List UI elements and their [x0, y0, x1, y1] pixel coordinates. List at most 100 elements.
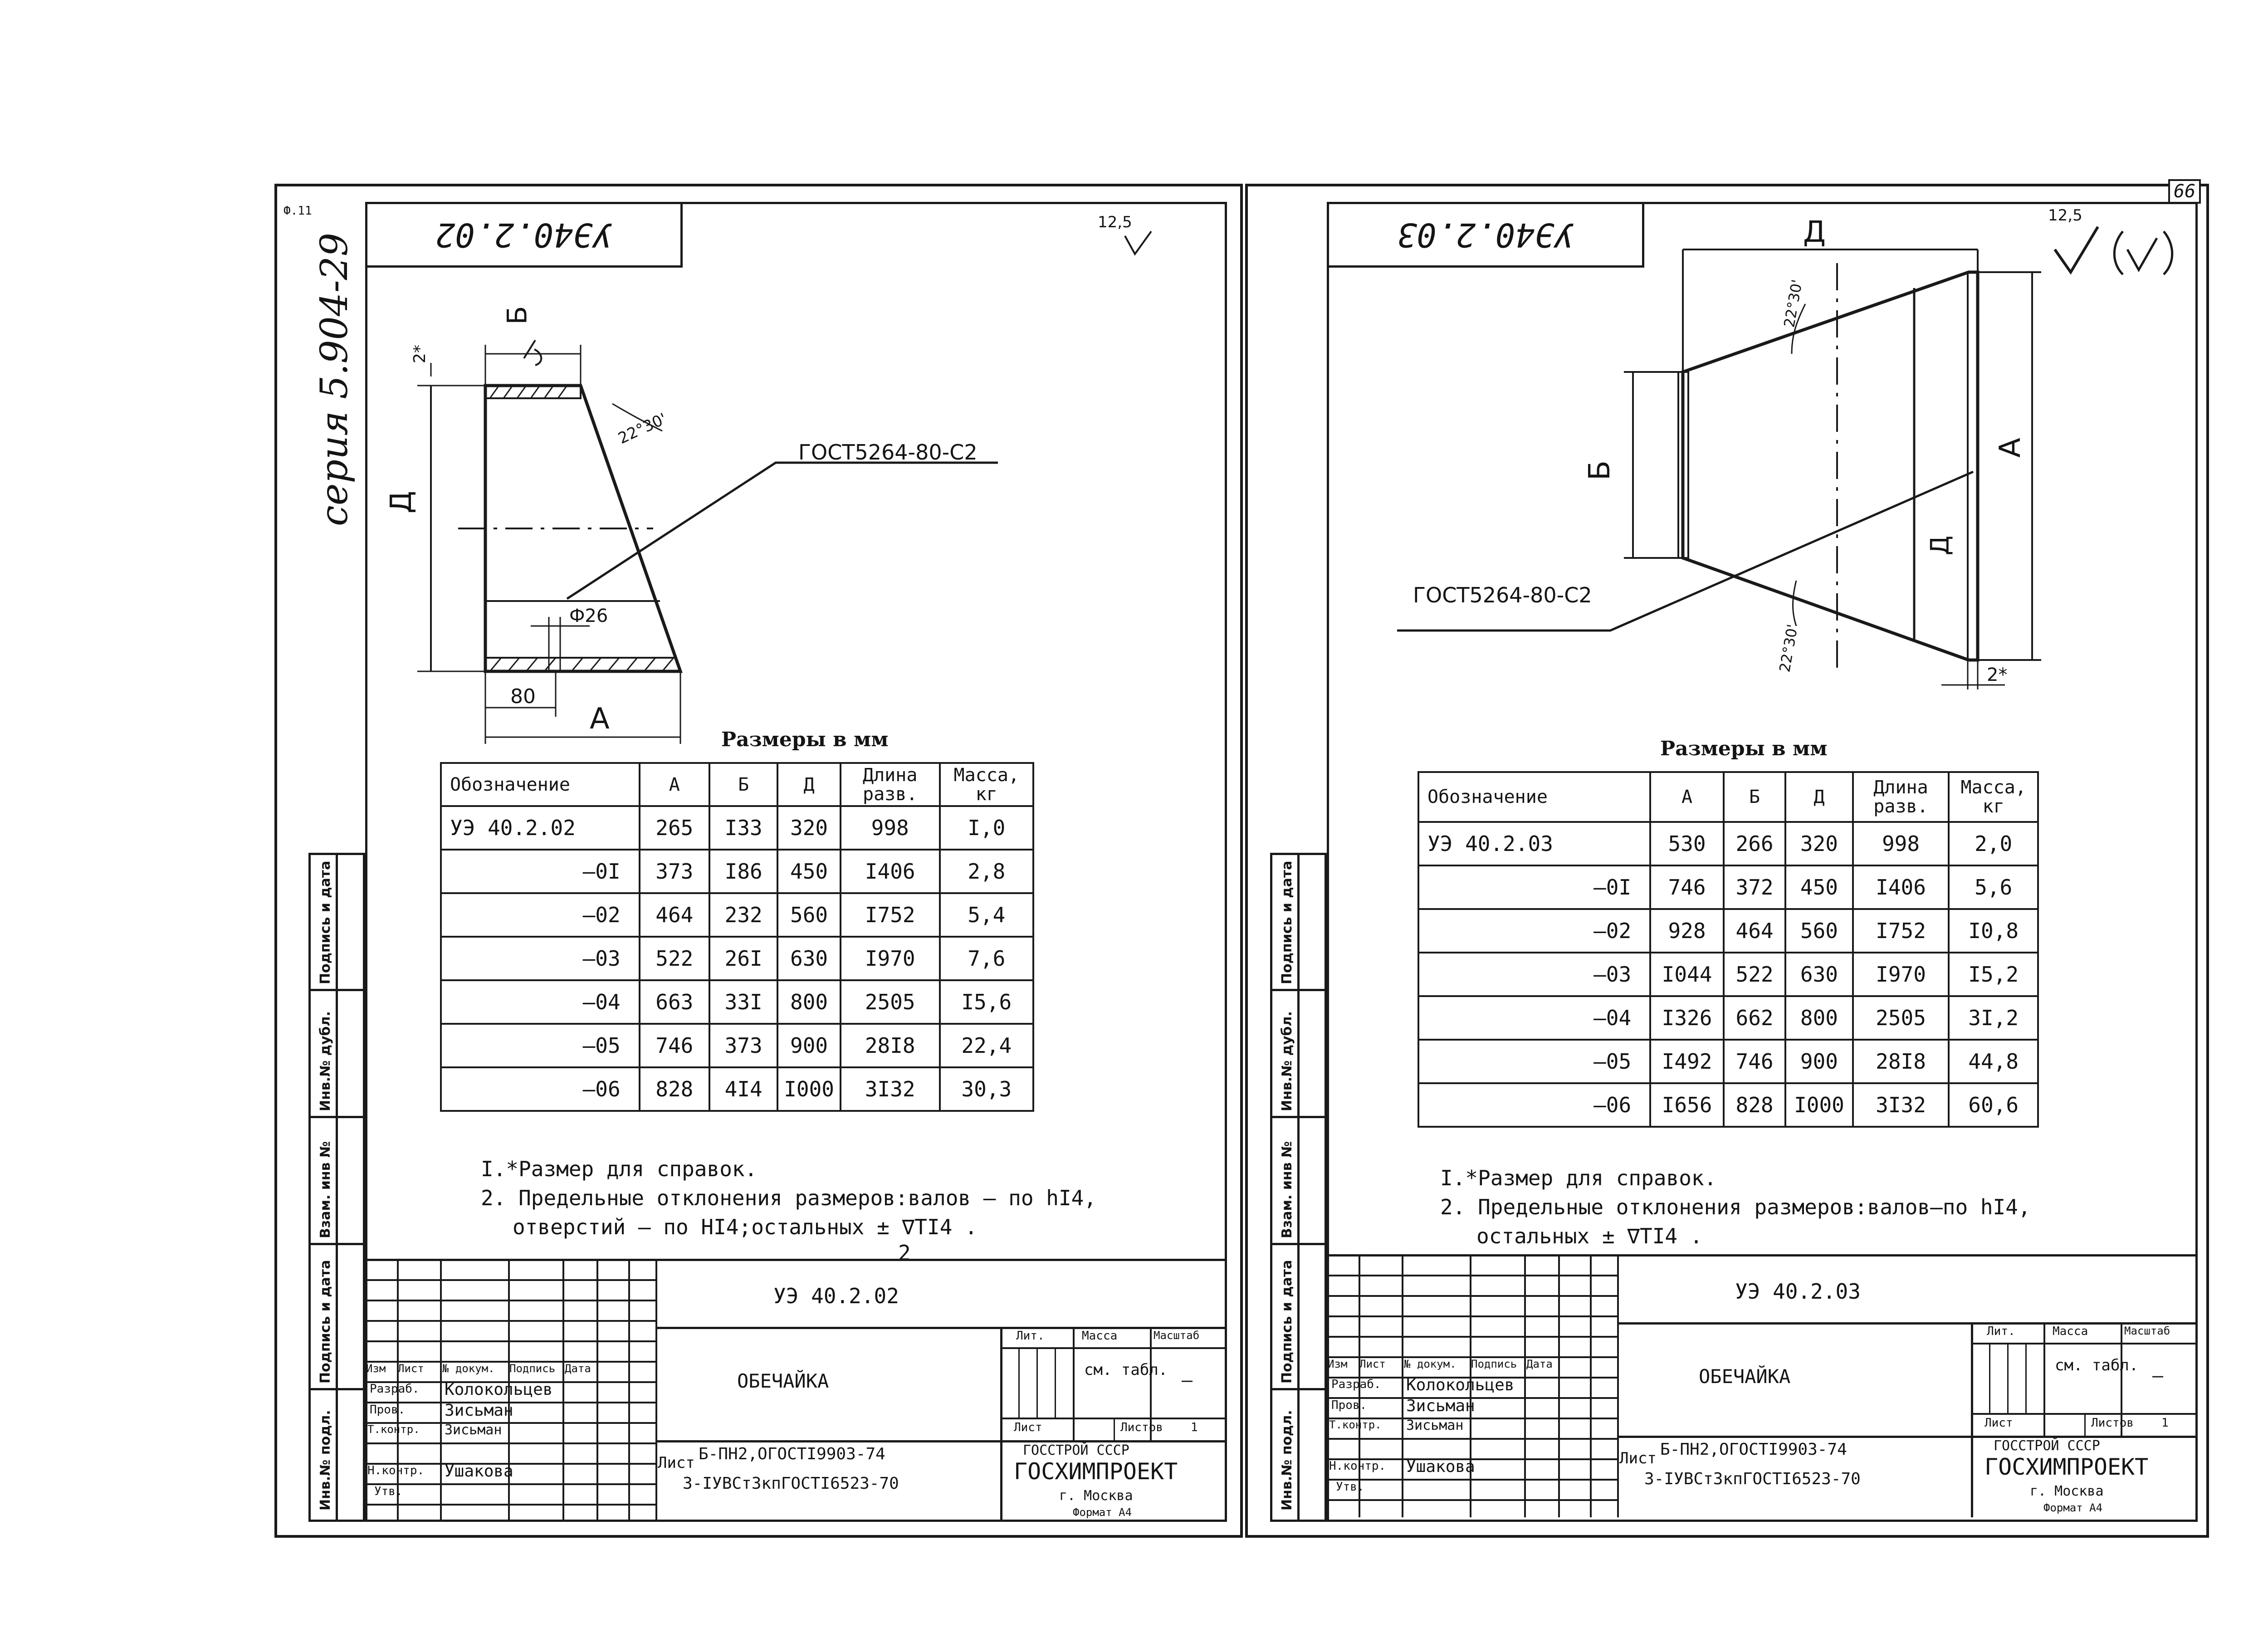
table-cell-b: 828: [1722, 1082, 1787, 1128]
right-units-label: Размеры в мм: [1660, 737, 1828, 760]
left-dim-two: 2*: [410, 345, 429, 363]
table-cell-len: 2505: [1852, 995, 1950, 1041]
table-cell-des: –03: [1417, 952, 1652, 997]
table-cell-d: 560: [1784, 908, 1854, 953]
table-cell-mass: I5,6: [938, 979, 1035, 1025]
right-dim-two: 2*: [1987, 665, 2008, 685]
tb-listov-value: 1: [2161, 1416, 2169, 1430]
table-cell-des: –06: [440, 1066, 640, 1112]
left-th-d: Д: [777, 762, 841, 807]
table-cell-d: 560: [777, 892, 841, 938]
tb-role-utv: Утв.: [374, 1485, 403, 1498]
right-dim-a: А: [1993, 438, 2027, 458]
left-th-mass: Масса, кг: [938, 762, 1035, 807]
right-notes: I.*Размер для справок. 2. Предельные отк…: [1440, 1164, 2031, 1251]
tb-org-line2: ГОСХИМПРОЕКТ: [1984, 1454, 2149, 1480]
series-code: серия 5.904-29: [313, 233, 356, 526]
right-dimension-table: Обозначение А Б Д Длина разв. Масса, кг …: [1417, 771, 2039, 1128]
table-cell-a: 530: [1649, 821, 1725, 866]
table-cell-len: 2505: [839, 979, 941, 1025]
right-dim-d: Д: [1803, 215, 1826, 249]
table-cell-b: 4I4: [709, 1066, 779, 1112]
left-th-length: Длина разв.: [839, 762, 941, 807]
right-th-a: А: [1649, 771, 1725, 823]
table-cell-d: 800: [1784, 995, 1854, 1041]
table-cell-b: 522: [1722, 952, 1787, 997]
table-cell-len: I970: [1852, 952, 1950, 997]
left-th-a: А: [638, 762, 711, 807]
tb-role-prov: Пров.: [1331, 1398, 1367, 1412]
tb-role-nkontr: Н.контр.: [1329, 1459, 1386, 1473]
table-cell-d: 450: [777, 849, 841, 894]
left-sidebar-label-4: Инв.№ подл.: [318, 1410, 333, 1511]
tb-org-line3: г. Москва: [2030, 1483, 2104, 1499]
table-cell-d: 900: [1784, 1039, 1854, 1084]
table-cell-mass: 5,6: [1948, 865, 2039, 910]
table-cell-a: I492: [1649, 1039, 1725, 1084]
table-cell-des: –05: [440, 1023, 640, 1068]
left-weld-label: ГОСТ5264-80-С2: [798, 440, 978, 464]
left-top-stamp: УЭ40.2.02: [365, 202, 683, 268]
table-cell-a: 663: [638, 979, 711, 1025]
table-cell-b: 26I: [709, 936, 779, 981]
tb-lit-label: Лит.: [1987, 1325, 2015, 1338]
right-dim-b: Б: [1583, 460, 1617, 480]
table-cell-b: 373: [709, 1023, 779, 1068]
table-cell-len: I406: [839, 849, 941, 894]
table-cell-b: 746: [1722, 1039, 1787, 1084]
tb-name-nkontr: Ушакова: [1406, 1457, 1475, 1476]
table-cell-d: 800: [777, 979, 841, 1025]
tb-hdr-date: Дата: [1526, 1358, 1553, 1370]
tb-org-line1: ГОССТРОЙ СССР: [1023, 1442, 1129, 1458]
tb-name-nkontr: Ушакова: [445, 1462, 513, 1481]
table-cell-d: 630: [1784, 952, 1854, 997]
tb-listov-value: 1: [1191, 1421, 1198, 1434]
table-cell-mass: I0,8: [1948, 908, 2039, 953]
tb-role-nkontr: Н.контр.: [367, 1464, 425, 1477]
tb-org-line3: г. Москва: [1059, 1488, 1133, 1504]
left-note-2b: отверстий – по HI4;остальных ± ∇TI4 .: [513, 1215, 978, 1239]
right-sidebar-label-0: Подпись и дата: [1279, 860, 1295, 984]
right-sidebar-label-4: Инв.№ подл.: [1279, 1410, 1295, 1511]
left-part-drawing: [417, 339, 998, 744]
left-format-mark: Ф.11: [284, 204, 312, 218]
table-cell-a: 928: [1649, 908, 1725, 953]
table-cell-d: I000: [777, 1066, 841, 1112]
left-stamp-text: УЭ40.2.02: [435, 215, 613, 254]
left-note-1: I.*Размер для справок.: [481, 1157, 758, 1181]
tb-part-name: ОБЕЧАЙКА: [1699, 1365, 1791, 1388]
tb-name-razrab: Колокольцев: [445, 1380, 553, 1399]
table-cell-a: I656: [1649, 1082, 1725, 1128]
table-cell-a: I044: [1649, 952, 1725, 997]
tb-role-tkontr: Т.контр.: [367, 1423, 420, 1436]
table-cell-b: I33: [709, 805, 779, 851]
tb-org-line2: ГОСХИМПРОЕКТ: [1014, 1458, 1178, 1485]
right-dim-dd: Д: [1925, 535, 1955, 556]
tb-role-utv: Утв.: [1336, 1480, 1364, 1494]
tb-listov-label: Листов: [2091, 1416, 2134, 1430]
tb-drawing-code: УЭ 40.2.02: [773, 1284, 899, 1308]
table-cell-mass: 2,0: [1948, 821, 2039, 866]
right-th-mass: Масса, кг: [1948, 771, 2039, 823]
table-cell-des: –02: [1417, 908, 1652, 953]
left-title-block: [365, 1259, 1227, 1522]
tb-hdr-podp: Подпись: [509, 1362, 556, 1375]
tb-name-prov: Зисьман: [445, 1401, 513, 1420]
tb-list-label: Лист: [1014, 1421, 1042, 1434]
table-cell-d: 320: [1784, 821, 1854, 866]
table-cell-des: –0I: [440, 849, 640, 894]
left-dim-a: А: [590, 702, 610, 736]
left-roughness: 12,5: [1098, 213, 1132, 231]
tb-hdr-izm: Изм: [366, 1362, 386, 1375]
tb-role-prov: Пров.: [370, 1403, 406, 1417]
tb-format: Формат А4: [1073, 1506, 1132, 1519]
table-cell-mass: 60,6: [1948, 1082, 2039, 1128]
right-th-designation: Обозначение: [1417, 771, 1652, 823]
tb-mass-value: см. табл.: [1084, 1361, 1168, 1379]
right-roughness-mark: [2053, 226, 2174, 275]
